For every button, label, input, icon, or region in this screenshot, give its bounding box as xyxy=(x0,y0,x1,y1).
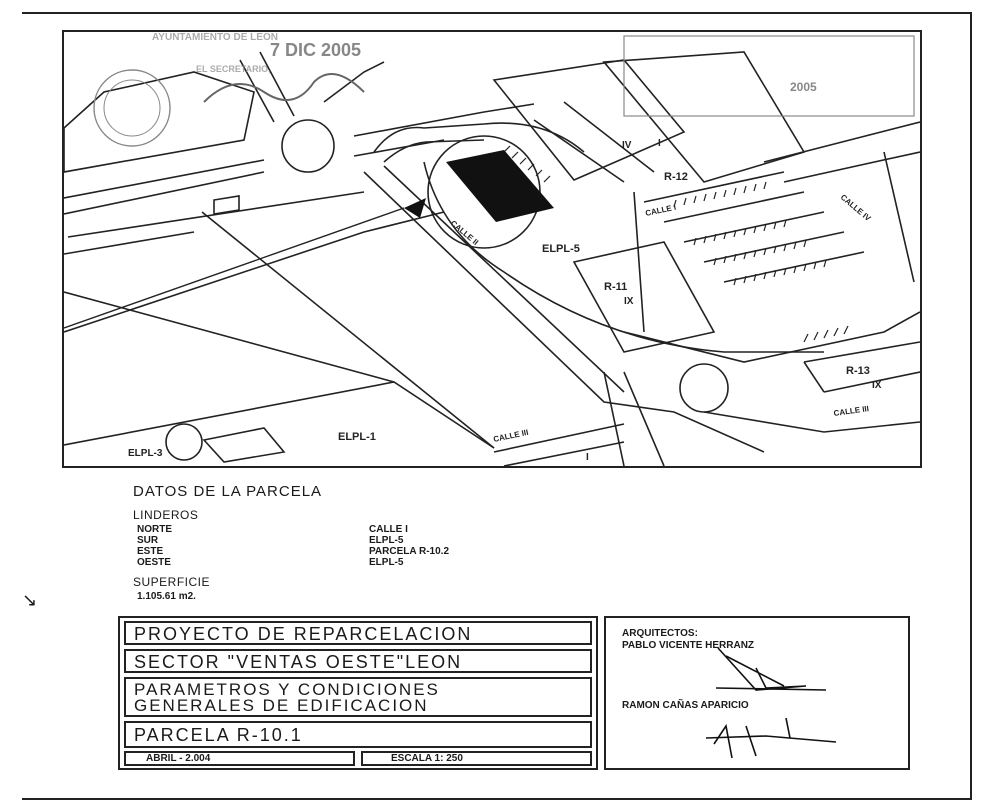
stamp-ayuntamiento: AYUNTAMIENTO DE LEON xyxy=(152,32,278,43)
date-box: ABRIL - 2.004 xyxy=(124,751,355,766)
title-line-3-box: PARAMETROS Y CONDICIONES GENERALES DE ED… xyxy=(124,677,592,717)
label-roman-i-bottom: I xyxy=(586,452,589,463)
lindero-norte-value: CALLE I xyxy=(369,524,408,535)
label-r12: R-12 xyxy=(664,171,688,183)
date-text: ABRIL - 2.004 xyxy=(146,753,211,764)
label-roman-ix: IX xyxy=(624,296,634,307)
stamp-date: 7 DIC 2005 xyxy=(270,40,362,60)
title-line-2-box: SECTOR "VENTAS OESTE"LEON xyxy=(124,649,592,673)
stamp-secretario: EL SECRETARIO, xyxy=(196,64,271,74)
sector-title: SECTOR "VENTAS OESTE"LEON xyxy=(134,652,463,672)
label-elpl5: ELPL-5 xyxy=(542,243,580,255)
label-elpl1: ELPL-1 xyxy=(338,431,376,443)
title-line-4-box: PARCELA R-10.1 xyxy=(124,721,592,748)
leader-arrow-head xyxy=(404,198,426,218)
datos-title: DATOS DE LA PARCELA xyxy=(133,483,323,500)
label-roman-i-top: I xyxy=(658,138,661,149)
label-r11: R-11 xyxy=(604,281,627,293)
lindero-este-value: PARCELA R-10.2 xyxy=(369,546,450,557)
label-calle-iii-bottom: CALLE III xyxy=(493,428,530,444)
scale-box: ESCALA 1: 250 xyxy=(361,751,592,766)
parcel-r-10-1 xyxy=(446,150,554,222)
title-line-1-box: PROYECTO DE REPARCELACION xyxy=(124,621,592,645)
site-plan-drawing: R-12 IV I ELPL-5 R-11 IX R-13 IX CALLE I… xyxy=(64,35,920,466)
architects-label: ARQUITECTOS: xyxy=(622,628,698,639)
label-roman-ix-r13: IX xyxy=(872,380,882,391)
lindero-oeste-value: ELPL-5 xyxy=(369,557,404,568)
parcela-title: PARCELA R-10.1 xyxy=(134,725,303,745)
architect-2: RAMON CAÑAS APARICIO xyxy=(622,700,749,711)
architect-1: PABLO VICENTE HERRANZ xyxy=(622,640,755,651)
lindero-norte-label: NORTE xyxy=(137,524,172,535)
margin-mark: ↘ xyxy=(22,590,38,610)
roundabout xyxy=(281,119,335,173)
lindero-sur-value: ELPL-5 xyxy=(369,535,404,546)
parametros-title: PARAMETROS Y CONDICIONES xyxy=(134,680,440,699)
label-elpl3: ELPL-3 xyxy=(128,448,163,459)
project-title: PROYECTO DE REPARCELACION xyxy=(134,624,473,644)
architect-signatures xyxy=(705,647,837,759)
label-roman-iv: IV xyxy=(622,140,632,151)
label-calle-iii: CALLE III xyxy=(833,404,869,418)
label-r13: R-13 xyxy=(846,365,870,377)
linderos-label: LINDEROS xyxy=(133,508,199,522)
scale-text: ESCALA 1: 250 xyxy=(391,753,463,764)
label-calle-iv: CALLE IV xyxy=(839,193,873,224)
lindero-este-label: ESTE xyxy=(137,546,164,557)
drawing-sheet xyxy=(22,12,972,800)
architects-box: ARQUITECTOS: PABLO VICENTE HERRANZ RAMON… xyxy=(604,616,910,770)
lindero-oeste-label: OESTE xyxy=(137,557,171,568)
superficie-value: 1.105.61 m2. xyxy=(137,591,196,602)
label-calle-i: CALLE I xyxy=(645,203,677,218)
generales-title: GENERALES DE EDIFICACION xyxy=(134,696,429,715)
stamp-right-year: 2005 xyxy=(790,80,817,94)
site-plan-map: R-12 IV I ELPL-5 R-11 IX R-13 IX CALLE I… xyxy=(62,30,922,468)
superficie-label: SUPERFICIE xyxy=(133,575,211,589)
lindero-sur-label: SUR xyxy=(137,535,159,546)
